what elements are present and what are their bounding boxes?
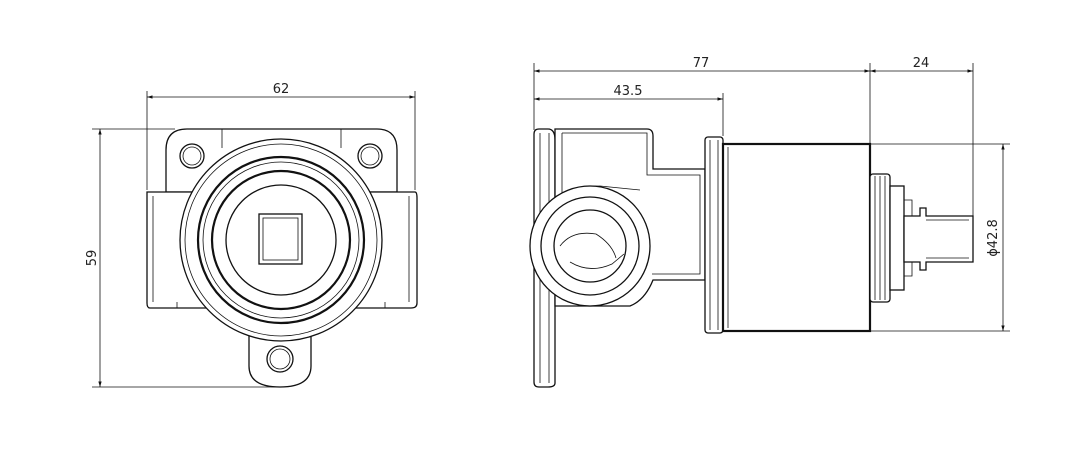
side-diameter-label: ϕ42.8 — [986, 219, 1001, 257]
side-diameter-dimension: ϕ42.8 — [870, 143, 1010, 332]
front-view: 62 59 — [85, 82, 418, 388]
side-view: 77 24 43.5 ϕ42.8 — [529, 56, 1010, 388]
side-body-label: 43.5 — [614, 84, 643, 99]
front-bottom-lug — [248, 330, 312, 388]
side-spindle — [903, 207, 974, 271]
side-spindle-dimension: 24 — [870, 56, 974, 218]
side-spindle-label: 24 — [913, 56, 930, 71]
front-mounting-plate — [165, 128, 398, 193]
front-inner-ring — [225, 184, 337, 296]
side-body-dimension: 43.5 — [534, 84, 724, 136]
front-top-right-hole — [357, 143, 383, 169]
side-stem-base — [889, 185, 905, 291]
side-inlet-port-inner — [553, 209, 627, 283]
front-height-label: 59 — [85, 250, 100, 267]
side-collar-flange — [704, 136, 724, 334]
side-overall-dimension: 77 — [533, 56, 871, 145]
front-square-spindle — [258, 213, 303, 265]
side-cartridge-body — [721, 142, 872, 333]
front-top-left-hole — [179, 143, 205, 169]
front-height-dimension: 59 — [85, 128, 280, 388]
side-inlet-port-outer — [529, 185, 651, 307]
front-bezel-ring — [196, 155, 366, 325]
front-bottom-hole — [266, 345, 294, 373]
front-plate-top-inner — [221, 129, 342, 148]
side-overall-label: 77 — [693, 56, 710, 71]
front-width-label: 62 — [273, 82, 290, 97]
front-width-dimension: 62 — [146, 82, 416, 190]
front-outer-ring — [179, 138, 383, 342]
